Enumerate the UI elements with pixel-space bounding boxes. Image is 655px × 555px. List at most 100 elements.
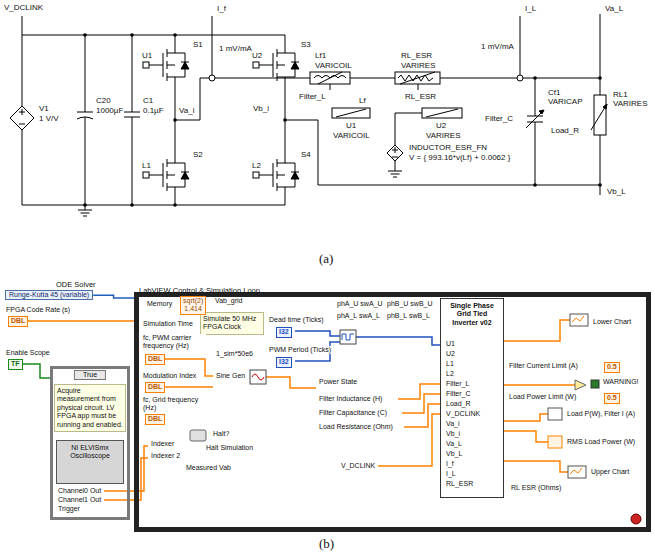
node-text: NI ELVISmx Oscilloscope <box>59 444 121 461</box>
comment-box: Acquire measurement from physical circui… <box>54 384 126 432</box>
net-label: L2 <box>251 161 262 170</box>
control-label: Filter Capacitance (C) <box>318 409 388 417</box>
net-label: 1 mV/mA <box>218 44 253 53</box>
control-label: phB_U swB_U <box>386 300 434 308</box>
control-label: U1 <box>445 340 456 348</box>
node-text: Simulate 50 MHz FPGA Clock <box>203 315 261 332</box>
control-label: Load Resistance (Ohm) <box>318 423 394 431</box>
control-label: FPGA Code Rate (s) <box>5 306 71 314</box>
terminal-label: DBL <box>145 414 165 425</box>
net-label: Vb_i <box>252 104 270 113</box>
net-label: VARIRES <box>400 61 437 70</box>
control-label: RMS Load Power (W) <box>566 438 636 446</box>
net-label: Filter_C <box>484 114 514 123</box>
control-label: phB_L swB_L <box>386 312 431 320</box>
control-label: Power State <box>318 378 358 386</box>
net-label: S4 <box>300 150 312 159</box>
control-label: PWM Period (Ticks) <box>268 346 332 354</box>
net-label: V = { 993.16*v(Lf) + 0.0062 } <box>408 153 511 162</box>
net-label: INDUCTOR_ESR_FN <box>408 143 488 152</box>
numeric-constant: sqrt(2)1.414 <box>180 296 206 315</box>
control-label: Load P(W), Filter I (A) <box>566 410 636 418</box>
control-label: V_DCLINK <box>340 462 376 470</box>
net-label: I_f <box>216 4 227 13</box>
net-label: S2 <box>192 150 204 159</box>
net-label: V_DCLINK <box>3 3 44 12</box>
node-text: sqrt(2) <box>183 297 203 305</box>
net-label: VARIRES <box>425 131 462 140</box>
net-label: C1 <box>142 96 154 105</box>
comment-box: Simulate 50 MHz FPGA Clock <box>200 312 264 335</box>
terminal-label: I32 <box>276 327 292 338</box>
net-label: RL_ESR <box>404 92 437 101</box>
control-label: Trigger <box>57 505 81 513</box>
control-label: phA_U swA_U <box>336 300 384 308</box>
control-label: L1 <box>445 360 455 368</box>
control-label: Sine Gen <box>215 372 246 380</box>
control-label: Channel1 Out <box>57 496 102 504</box>
heading-text: ODE Solver <box>56 280 96 289</box>
control-label: Va_i <box>445 420 461 428</box>
net-label: VARICOIL <box>314 61 353 70</box>
power-circuit <box>10 14 607 216</box>
control-label: Filter_C <box>445 390 472 398</box>
control-label: WARNING! <box>602 378 640 386</box>
net-label: L1 <box>141 161 152 170</box>
net-label: U1 <box>345 121 357 130</box>
terminal-label: TF <box>8 359 23 370</box>
net-label: S3 <box>300 40 312 49</box>
control-label: Enable Scope <box>5 349 51 357</box>
control-label: Load Power Limit (W) <box>508 393 577 401</box>
node-text: Runge-Kutta 45 (variable) <box>9 291 89 299</box>
case-selector: True <box>74 370 106 380</box>
terminal-label: I32 <box>276 357 292 368</box>
net-label: U1 <box>141 51 153 60</box>
control-label: fc, PWM carrier frequency (Hz) <box>142 334 206 350</box>
control-label: Filter Current Limit (A) <box>508 362 579 370</box>
control-label: I_L <box>445 470 457 478</box>
wire-connector <box>93 295 134 298</box>
heading-text: LabVIEW Control & Simulation Loop <box>139 286 260 295</box>
control-label: RL_ESR <box>445 480 474 488</box>
control-label: Vb_i <box>445 430 461 438</box>
net-label: I_L <box>524 4 537 13</box>
terminal-label: DBL <box>8 316 28 327</box>
node-text: 1.414 <box>183 305 203 313</box>
control-label: Load_R <box>445 400 472 408</box>
net-label: 1 mV/mA <box>480 42 515 51</box>
net-label: U2 <box>251 51 263 60</box>
terminal-label: DBL <box>145 382 165 393</box>
net-label: S1 <box>192 40 204 49</box>
express-vi-block: NI ELVISmx Oscilloscope <box>56 440 124 484</box>
net-label: VARICAP <box>547 97 584 106</box>
control-label: Measured Vab <box>185 464 232 472</box>
terminal-label: 0.5 <box>604 362 620 373</box>
enum-control: ODE SolverRunge-Kutta 45 (variable) <box>5 290 93 300</box>
control-label: Va_L <box>445 440 463 448</box>
control-label: Halt Simulation <box>205 444 254 452</box>
control-label: 1_sim*50e6 <box>215 350 254 358</box>
control-label: Indexer 2 <box>150 452 181 460</box>
net-label: RL1 <box>612 90 629 99</box>
control-label: Filter Inductance (H) <box>318 395 383 403</box>
control-label: phA_L swA_L <box>336 312 381 320</box>
net-label: Lf1 <box>314 51 327 60</box>
node-text: Acquire measurement from physical circui… <box>57 387 123 429</box>
control-label: L2 <box>445 370 455 378</box>
net-label: VARIRES <box>612 99 649 108</box>
net-label: C20 <box>95 96 112 105</box>
panel-label: (b) <box>318 537 335 552</box>
net-label: Cf1 <box>547 88 561 97</box>
terminal-label: DBL <box>145 354 165 365</box>
net-label: 1 V/V <box>38 114 60 123</box>
control-label: Upper Chart <box>590 468 630 476</box>
control-label: fc, Grid frequency (Hz) <box>142 396 206 412</box>
net-label: Load_R <box>550 126 580 135</box>
control-label: Indexer <box>150 440 175 448</box>
net-label: VARICOIL <box>332 131 371 140</box>
control-label: Lower Chart <box>592 318 632 326</box>
net-label: V1 <box>38 104 50 113</box>
net-label: RL_ESR <box>400 51 433 60</box>
net-label: Filter_L <box>298 92 327 101</box>
